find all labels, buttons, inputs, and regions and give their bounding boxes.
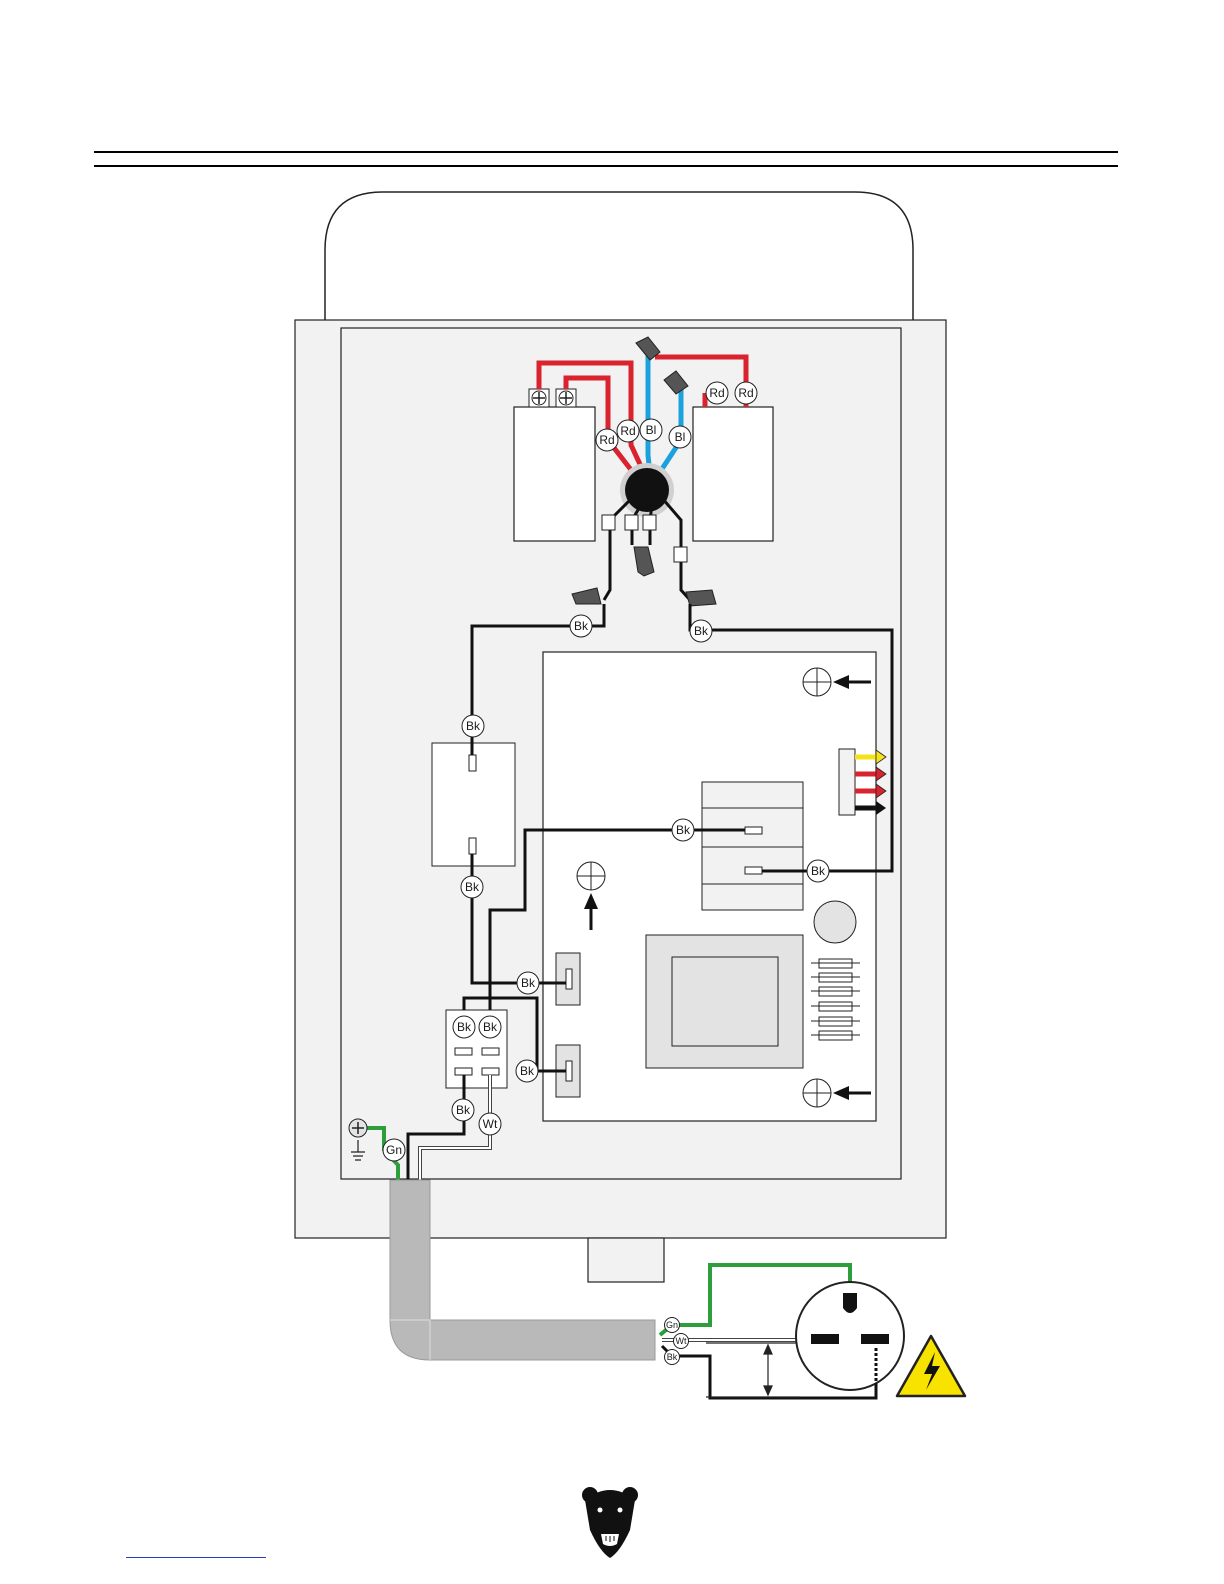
wire-label-bk-1: Bk [570, 615, 592, 637]
wire-label-text: Bk [457, 1020, 472, 1034]
wire-label-text: Rd [738, 386, 753, 400]
board-terminal-lower-pin [566, 1061, 572, 1081]
wire-label-text: Rd [599, 433, 614, 447]
wire-label-text: Bk [811, 864, 826, 878]
wire-label-bk-10: Bk [516, 1060, 538, 1082]
wire-label-text: Bk [694, 624, 709, 638]
dimension-arrow [706, 1343, 800, 1397]
wire-nut-right [686, 590, 716, 606]
plug-receptacle [796, 1282, 904, 1390]
wire-label-wt-plug: Wt [674, 1334, 689, 1349]
wire-label-rd-4: Rd [617, 420, 639, 442]
wire-label-bk-plug: Bk [665, 1350, 680, 1365]
wire-label-text: Bl [646, 423, 657, 437]
wire-label-text: Bk [466, 719, 481, 733]
right-capacitor [693, 407, 773, 541]
wire-label-text: Bk [520, 1064, 535, 1078]
wire-label-text: Gn [666, 1320, 678, 1330]
relay-terminal-1 [745, 827, 762, 834]
wire-label-bk-4: Bk [672, 819, 694, 841]
wire-label-text: Bk [521, 976, 536, 990]
ground-screw [349, 1119, 367, 1137]
wire-label-text: Wt [483, 1117, 498, 1131]
wire-label-gn-plug: Gn [665, 1318, 680, 1333]
lead-terminal-3 [643, 515, 656, 530]
lead-terminal-2 [625, 515, 638, 530]
switch-terminal-bottom [469, 838, 476, 854]
footer-link-underline [126, 1557, 266, 1558]
wire-label-bk-9: Bk [479, 1016, 501, 1038]
board-connector [839, 749, 855, 815]
wire-label-text: Wt [676, 1336, 687, 1346]
wire-label-text: Bk [574, 619, 589, 633]
wire-label-text: Bk [667, 1352, 678, 1362]
screw-terminal-2 [556, 389, 576, 407]
wire-label-rd-3: Rd [596, 429, 618, 451]
wire-label-text: Rd [709, 386, 724, 400]
wire-label-text: Bl [675, 430, 686, 444]
wire-label-bk-7: Bk [517, 972, 539, 994]
grizzly-bear-logo-icon [582, 1487, 638, 1558]
wire-label-bl-2: Bl [669, 426, 691, 448]
wire-label-text: Bk [483, 1020, 498, 1034]
wire-label-bk-8: Bk [453, 1016, 475, 1038]
wire-label-bk-3: Bk [462, 715, 484, 737]
wire-label-gn-1: Gn [383, 1139, 405, 1161]
enclosure-tab [588, 1238, 664, 1282]
wire-label-text: Rd [620, 424, 635, 438]
board-terminal-upper-pin [566, 969, 572, 989]
wire-label-bk-11: Bk [452, 1099, 474, 1121]
wire-label-bl-1: Bl [640, 419, 662, 441]
wire-label-text: Bk [465, 880, 480, 894]
wire-label-bk-2: Bk [690, 620, 712, 642]
lead-terminal-1 [602, 515, 615, 530]
wire-label-rd-1: Rd [706, 382, 728, 404]
wire-label-rd-2: Rd [735, 382, 757, 404]
left-capacitor [514, 407, 595, 541]
wire-label-text: Bk [676, 823, 691, 837]
screw-terminal-1 [529, 389, 549, 407]
transformer-core [672, 957, 778, 1046]
lead-terminal-4 [674, 547, 687, 562]
switch-terminal-top [469, 755, 476, 771]
wire-label-text: Gn [386, 1143, 402, 1157]
wire-label-text: Bk [456, 1103, 471, 1117]
wire-label-bk-5: Bk [807, 860, 829, 882]
relay-terminal-2 [745, 867, 762, 874]
board-capacitor-round [814, 901, 856, 943]
high-voltage-warning-icon [897, 1336, 965, 1396]
wire-label-wt-1: Wt [479, 1113, 501, 1135]
housing-top [325, 192, 913, 320]
motor-lead-grommet [620, 463, 674, 517]
wire-label-bk-6: Bk [461, 876, 483, 898]
relay-block [702, 782, 803, 910]
